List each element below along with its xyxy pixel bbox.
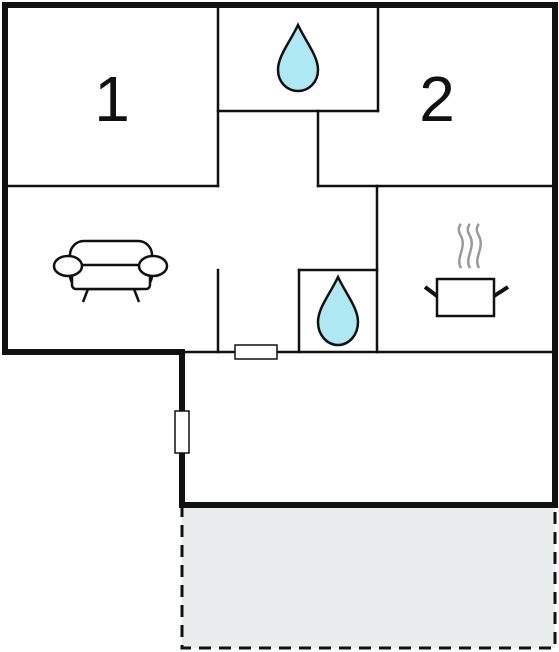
room-label-1: 1 [94,63,130,135]
room-label-2: 2 [419,63,455,135]
door-icon [234,344,278,360]
cooking-pot-icon [423,223,510,318]
terrace-area [180,503,557,650]
door-icon [174,410,190,454]
water-drop-icon [276,22,320,93]
sofa-icon [52,239,169,303]
water-drop-icon [316,274,360,347]
